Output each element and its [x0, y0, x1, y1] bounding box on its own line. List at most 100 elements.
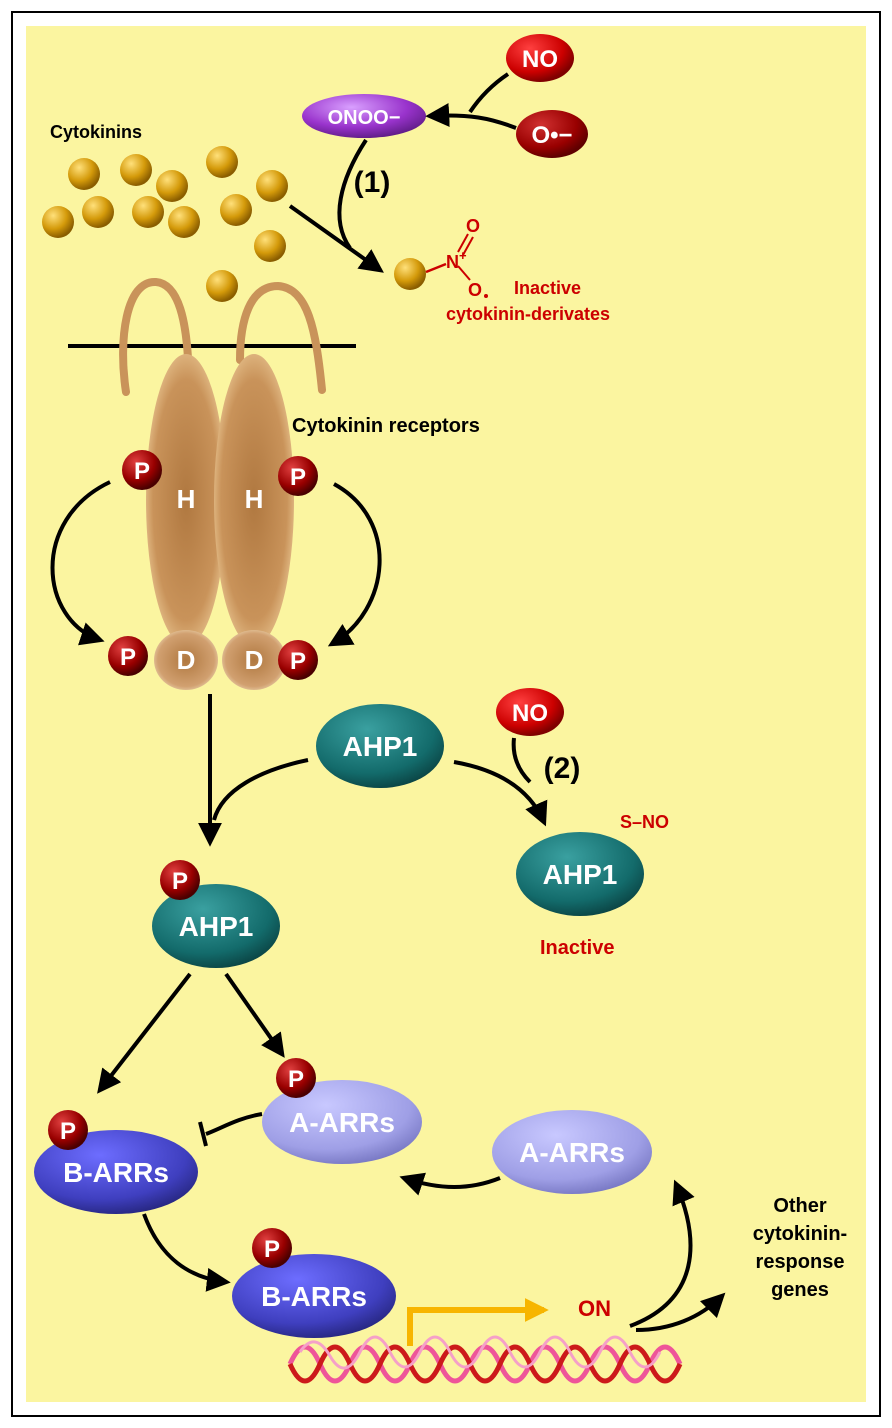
nitro-group: [425, 233, 474, 281]
cytokinin-ball: [206, 146, 238, 178]
phosphate-his-left: [122, 450, 162, 490]
a-arrs-to-a-arrs-arrow: [399, 1172, 501, 1196]
ahp1-nitrosylated: [516, 832, 644, 916]
peroxynitrite-molecule: [302, 94, 426, 138]
ahp1-free: [316, 704, 444, 788]
a-arrs-phosphorylated-label: A-ARRs: [289, 1107, 395, 1138]
ahp1-phosphorylated-label: AHP1: [179, 911, 254, 942]
other-genes-line2: cytokinin-: [753, 1223, 847, 1245]
superoxide-molecule: [516, 110, 588, 158]
b-arrs-upper-to-lower-arrow: [142, 1213, 231, 1292]
phosphate-his-left-label: P: [134, 458, 150, 485]
b-arrs-lower-label: B-ARRs: [261, 1281, 367, 1312]
no-to-onoo-arrow: [468, 72, 510, 114]
receptor-loop-right: [236, 281, 326, 394]
s-no-label: S–NO: [620, 812, 669, 832]
cytokinin-molecules: [42, 146, 288, 302]
receptor-left-body: [146, 354, 226, 646]
no-molecule-mid: [496, 688, 564, 736]
no-reaction-arrow: [511, 737, 532, 784]
step-1-label: (1): [354, 166, 391, 199]
no-mid-label: NO: [512, 700, 548, 727]
a-arrs-free-label: A-ARRs: [519, 1137, 625, 1168]
phosphotransfer-arrow-right: [327, 482, 382, 647]
phosphate-a-arrs: [276, 1058, 316, 1098]
superoxide-label: O•−: [531, 122, 572, 149]
a-arrs-inhibits-b-arrs: [205, 1112, 263, 1136]
ahp1-to-b-arrs-arrow: [97, 972, 192, 1094]
transcription-start-arrow: [407, 1298, 549, 1346]
cytokinin-to-inactive-arrow: [288, 204, 384, 273]
cytokinin-ball: [220, 194, 252, 226]
ahp1-phosphorylated: [152, 884, 280, 968]
cytokinin-ball: [82, 196, 114, 228]
inhibition-bar: [198, 1121, 208, 1147]
superoxide-to-onoo-arrow: [425, 103, 517, 130]
cytokinin-ball: [132, 196, 164, 228]
nitro-plus-label: +: [459, 248, 467, 263]
histidine-right-label: H: [245, 484, 264, 514]
ahp1-to-a-arrs-arrow: [224, 972, 285, 1058]
phosphate-his-right: [278, 456, 318, 496]
cytokinin-ball: [120, 154, 152, 186]
aspartate-domain-right: [222, 630, 286, 690]
ahp1-join-arrow: [212, 758, 309, 821]
other-genes-line3: response: [756, 1251, 845, 1273]
phosphate-ahp1-label: P: [172, 868, 188, 895]
ahp1-nitrosylated-label: AHP1: [543, 859, 618, 890]
inactive-label: Inactive: [540, 937, 614, 959]
nitro-o-bottom-label: O: [468, 280, 482, 300]
cytokinin-receptors-label: Cytokinin receptors: [292, 415, 480, 437]
on-to-a-arrs-arrow: [629, 1179, 695, 1328]
other-genes-line1: Other: [773, 1195, 827, 1217]
phosphate-b-arrs-lower: [252, 1228, 292, 1268]
cytokinin-ball: [254, 230, 286, 262]
a-arrs-phosphorylated: [262, 1080, 422, 1164]
b-arrs-upper-label: B-ARRs: [63, 1157, 169, 1188]
nitro-n-label: N: [446, 252, 459, 272]
phosphate-his-right-label: P: [290, 464, 306, 491]
step-2-label: (2): [544, 752, 581, 785]
cytokinin-ball: [256, 170, 288, 202]
b-arrs-phosphorylated-upper: [34, 1130, 198, 1214]
inactive-derivates-line1: Inactive: [514, 278, 581, 298]
aspartate-domain-left: [154, 630, 218, 690]
receptor-loop-left: [119, 278, 192, 396]
histidine-left-label: H: [177, 484, 196, 514]
cytokinin-ball: [156, 170, 188, 202]
dna-double-helix: [287, 1335, 683, 1384]
cytokinin-ball: [168, 206, 200, 238]
phosphate-ahp1: [160, 860, 200, 900]
inactive-derivates-line2: cytokinin-derivates: [446, 304, 610, 324]
phosphate-a-arrs-label: P: [288, 1066, 304, 1093]
ahp1-to-nitrosylated-arrow: [453, 760, 548, 827]
nitro-o-radical-dot: [484, 294, 488, 298]
b-arrs-phosphorylated-lower: [232, 1254, 396, 1338]
cytokinin-ball: [206, 270, 238, 302]
other-genes-label: Other cytokinin- response genes: [753, 1195, 847, 1301]
phosphate-b-arrs-lower-label: P: [264, 1236, 280, 1263]
phosphate-asp-right-label: P: [290, 648, 306, 675]
aspartate-right-label: D: [245, 645, 264, 675]
cytokinin-ball: [42, 206, 74, 238]
phosphate-asp-left: [108, 636, 148, 676]
phosphotransfer-arrow-left: [50, 480, 111, 646]
other-genes-line4: genes: [771, 1279, 829, 1301]
ahp1-free-label: AHP1: [343, 731, 418, 762]
phosphate-b-arrs-upper-label: P: [60, 1118, 76, 1145]
cytokinins-label: Cytokinins: [50, 122, 142, 142]
onoo-reaction-arrow: [337, 138, 368, 250]
nitro-cytokinin-ball: [394, 258, 426, 290]
no-top-label: NO: [522, 46, 558, 73]
receptor-right-body: [214, 354, 294, 646]
a-arrs-free: [492, 1110, 652, 1194]
phosphate-b-arrs-upper: [48, 1110, 88, 1150]
peroxynitrite-label: ONOO−: [328, 107, 401, 129]
no-molecule-top: [506, 34, 574, 82]
aspartate-left-label: D: [177, 645, 196, 675]
phosphate-asp-right: [278, 640, 318, 680]
on-to-other-genes-arrow: [635, 1292, 726, 1332]
cytokinin-ball: [68, 158, 100, 190]
phosphate-asp-left-label: P: [120, 644, 136, 671]
